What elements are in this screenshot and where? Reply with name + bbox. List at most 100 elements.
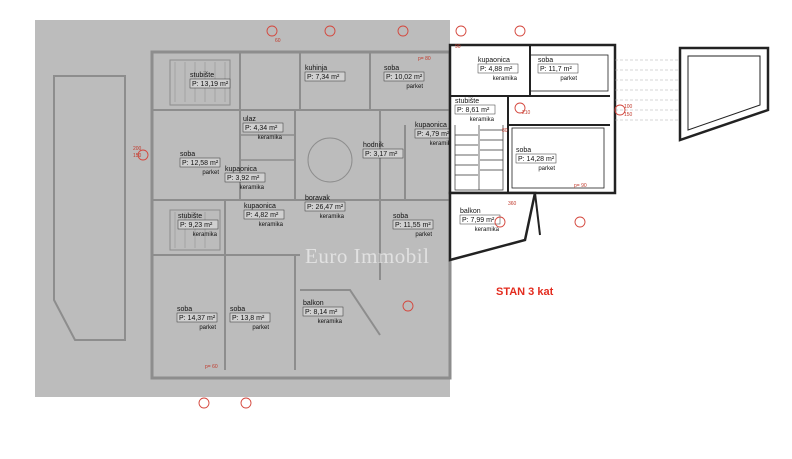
room-name: boravak [305,195,330,202]
room-area: P: 14,28 m² [518,156,555,163]
dimension-label: 200 [133,146,142,152]
room-area: P: 8,61 m² [457,107,490,114]
room-material: keramika [193,232,218,238]
room-name: kupaonica [225,166,257,173]
room-name: hodnik [363,142,384,149]
room-label: boravak P: 26,47 m² keramika [304,195,346,220]
terrace-outline [678,46,770,142]
area-box [177,219,219,230]
watermark-text: Euro Immobil [305,244,430,268]
room-material: parket [199,325,216,331]
area-box [176,312,218,323]
area-box [243,209,285,220]
room-label: soba P: 13,8 m² parket [229,306,271,331]
room-material: parket [202,170,219,176]
room-material: parket [415,232,432,238]
room-area: P: 14,37 m² [179,315,216,322]
room-area: P: 4,82 m² [246,212,279,219]
apartment-room-labels: kupaonica P: 4,88 m² keramika soba P: 11,7 m… [454,57,579,233]
apartment-label: STAN 3 kat [496,286,554,298]
area-box [304,201,346,212]
room-label: stubište P: 13,19 m² [189,72,231,89]
dimension-label: 80 [502,128,508,134]
room-label: soba P: 11,55 m² parket [392,213,434,238]
room-name: balkon [303,300,324,307]
room-name: kupaonica [244,203,276,210]
room-area: P: 3,17 m² [365,151,398,158]
room-material: parket [560,76,577,82]
room-name: soba [230,306,245,313]
room-name: soba [180,151,195,158]
area-box [229,312,271,323]
room-name: soba [393,213,408,220]
room-label: soba P: 10,02 m² parket [383,65,425,90]
extension-lines [615,59,680,121]
area-box [383,71,425,82]
area-box [392,219,434,230]
faded-walls [53,50,452,380]
room-material: keramika [318,319,343,325]
room-name: stubište [455,98,479,105]
room-label: kuhinja P: 7,34 m² [304,65,346,82]
room-name: soba [538,57,553,64]
room-material: keramika [475,227,500,233]
dimension-label: 360 [508,201,517,207]
room-label: stubište P: 9,23 m² keramika [177,213,219,238]
area-box [242,122,284,133]
area-box [224,172,266,183]
room-material: keramika [320,214,345,220]
area-box [515,153,557,164]
area-box [477,63,519,74]
room-area: P: 9,23 m² [180,222,213,229]
room-label: balkon P: 7,99 m² keramika [459,208,501,233]
room-area: P: 4,88 m² [480,66,513,73]
room-area: P: 7,34 m² [307,74,340,81]
dimension-label: 60 [275,38,281,44]
area-box [302,306,344,317]
room-material: parket [406,84,423,90]
faded-room-labels: stubište P: 13,19 m² kuhinja P: 7,34 m² soba… [176,65,456,331]
area-box [304,71,346,82]
dimension-label: p= 90 [574,183,587,189]
dimension-label: 210 [522,110,531,116]
room-area: P: 26,47 m² [307,204,344,211]
dimension-label: 100 [624,104,633,110]
area-box [537,63,579,74]
room-area: P: 13,8 m² [232,315,265,322]
area-box [189,78,231,89]
room-name: stubište [178,213,202,220]
room-area: P: 4,79 m² [417,131,450,138]
room-label: kupaonica P: 4,82 m² keramika [243,203,285,228]
room-name: kupaonica [478,57,510,64]
room-area: P: 11,7 m² [540,66,572,73]
room-material: parket [252,325,269,331]
area-box [179,157,221,168]
room-area: P: 8,14 m² [305,309,338,316]
room-label: balkon P: 8,14 m² keramika [302,300,344,325]
room-name: kupaonica [415,122,447,129]
room-area: P: 13,19 m² [192,81,229,88]
room-name: stubište [190,72,214,79]
room-name: soba [516,147,531,154]
room-area: P: 10,02 m² [386,74,423,81]
area-box [459,214,501,225]
room-area: P: 4,34 m² [245,125,278,132]
room-area: P: 11,55 m² [395,222,431,229]
room-name: balkon [460,208,481,215]
room-material: keramika [430,141,455,147]
dimension-label: 150 [624,112,633,118]
room-area: P: 7,99 m² [462,217,495,224]
room-name: kuhinja [305,65,327,72]
room-name: soba [384,65,399,72]
room-label: soba P: 11,7 m² parket [537,57,579,82]
room-material: keramika [259,222,284,228]
dimension-markers [137,25,626,409]
